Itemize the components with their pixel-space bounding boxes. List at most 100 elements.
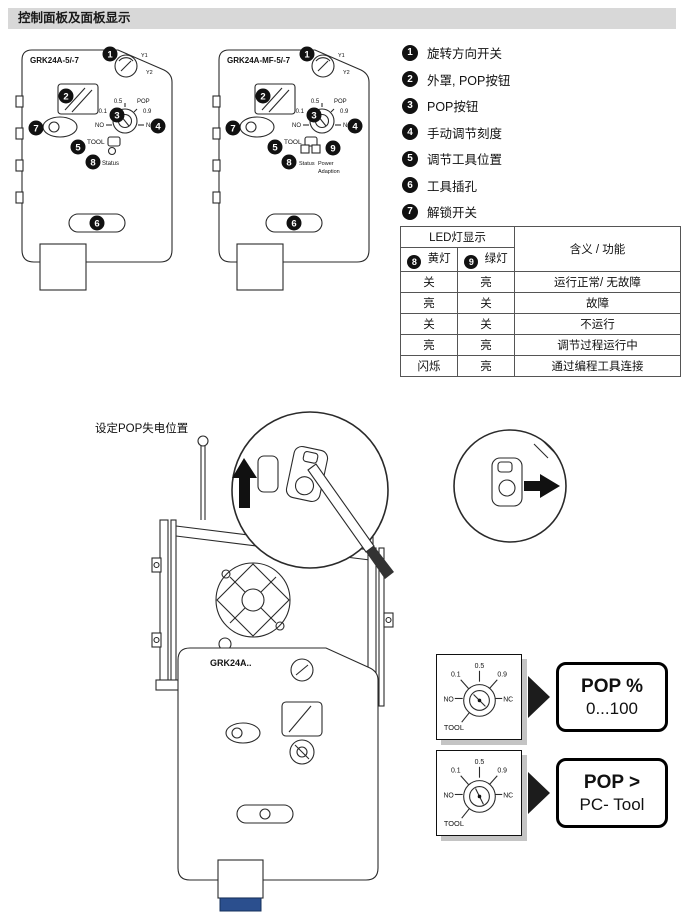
svg-text:8: 8 bbox=[286, 158, 291, 169]
table-row: 亮 关 故障 bbox=[400, 292, 681, 314]
pop-pctool-row: 0.5 0.1 0.9 NO NC TOOL bbox=[436, 750, 668, 836]
no-label: NO bbox=[443, 696, 454, 703]
dial-01-label: 0.1 bbox=[296, 109, 305, 115]
y1-label: Y1 bbox=[338, 53, 345, 59]
adaption-label: Adaption bbox=[318, 169, 340, 175]
magnifier-detail-1 bbox=[231, 411, 394, 579]
side-notch bbox=[212, 127, 221, 140]
callout-2: 2 bbox=[58, 88, 74, 104]
side-notch bbox=[212, 95, 221, 108]
callout-8: 8 bbox=[281, 154, 297, 170]
tool-socket bbox=[107, 136, 121, 147]
dial-05-label: 0.5 bbox=[311, 99, 320, 105]
hatch-line bbox=[541, 439, 557, 455]
actuator-front: GRK24A.. bbox=[177, 647, 379, 912]
y2-label: Y2 bbox=[146, 70, 153, 76]
cell-yellow: 闪烁 bbox=[400, 355, 458, 377]
dial-05-label: 0.5 bbox=[475, 663, 485, 670]
cable-housing bbox=[39, 243, 87, 291]
legend-item: 2 外罩, POP按钮 bbox=[402, 71, 510, 88]
pop-box-line1: POP % bbox=[581, 675, 643, 697]
right-arrow bbox=[528, 772, 550, 814]
nc-label: NC bbox=[503, 792, 513, 799]
unlock-switch bbox=[225, 722, 261, 744]
svg-text:9: 9 bbox=[330, 144, 335, 155]
y1-label: Y1 bbox=[141, 53, 148, 59]
power-label: Power bbox=[318, 161, 334, 167]
side-notch bbox=[212, 159, 221, 172]
svg-text:4: 4 bbox=[352, 122, 358, 133]
device-diagram-grk24a: GRK24A-5/-7 Y1 Y2 0.5 POP 0.1 0.9 NO NC bbox=[15, 46, 173, 291]
svg-text:5: 5 bbox=[75, 143, 81, 154]
led-status-table: LED灯显示 含义 / 功能 8 黄灯 9 绿灯 关 亮 运行正常/ 无故障 亮… bbox=[400, 226, 681, 377]
svg-text:1: 1 bbox=[107, 50, 113, 61]
callout-9: 9 bbox=[325, 140, 341, 156]
magnifier-detail-2 bbox=[453, 429, 567, 543]
device-model-label: GRK24A-5/-7 bbox=[30, 56, 79, 65]
callout-3: 3 bbox=[306, 107, 322, 123]
pop-percent-box: POP % 0...100 bbox=[556, 662, 668, 732]
legend-badge-3: 3 bbox=[402, 97, 418, 114]
led-table-title: LED灯显示 bbox=[400, 226, 515, 248]
cell-green: 亮 bbox=[457, 271, 515, 293]
callout-5: 5 bbox=[70, 139, 86, 155]
section-header: 控制面板及面板显示 bbox=[8, 8, 676, 29]
cell-meaning: 通过编程工具连接 bbox=[514, 355, 681, 377]
dial-09-label: 0.9 bbox=[143, 109, 152, 115]
cell-yellow: 亮 bbox=[400, 334, 458, 356]
legend-badge-1: 1 bbox=[402, 44, 418, 61]
dial-card: 0.5 0.1 0.9 NO NC TOOL bbox=[436, 750, 522, 836]
svg-text:4: 4 bbox=[155, 122, 161, 133]
table-row: 关 关 不运行 bbox=[400, 313, 681, 335]
tool-socket bbox=[304, 136, 318, 147]
nc-label: NC bbox=[503, 696, 513, 703]
callout-8: 8 bbox=[85, 154, 101, 170]
legend-item: 1 旋转方向开关 bbox=[402, 44, 510, 61]
legend-text: 外罩, POP按钮 bbox=[427, 73, 511, 88]
status-led bbox=[300, 144, 310, 154]
callout-7: 7 bbox=[225, 120, 241, 136]
table-row: 亮 亮 调节过程运行中 bbox=[400, 334, 681, 356]
unlock-switch bbox=[42, 116, 78, 138]
pop-bracket bbox=[285, 445, 329, 503]
svg-text:2: 2 bbox=[260, 92, 265, 103]
svg-text:7: 7 bbox=[33, 124, 38, 135]
dial-05-label: 0.5 bbox=[114, 99, 123, 105]
legend-badge-4: 4 bbox=[402, 124, 418, 140]
pop-label: POP bbox=[334, 99, 347, 105]
callout-8-badge: 8 bbox=[407, 255, 422, 269]
hatch-line bbox=[533, 443, 549, 459]
yellow-led-header: 8 黄灯 bbox=[400, 247, 458, 272]
cell-green: 关 bbox=[457, 313, 515, 335]
cell-green: 亮 bbox=[457, 334, 515, 356]
cell-meaning: 故障 bbox=[514, 292, 681, 314]
callout-legend: 1 旋转方向开关 2 外罩, POP按钮 3 POP按钮 4 手动调节刻度 5 … bbox=[402, 44, 510, 230]
callout-7: 7 bbox=[28, 120, 44, 136]
legend-item: 3 POP按钮 bbox=[402, 97, 510, 114]
svg-text:7: 7 bbox=[230, 124, 235, 135]
pop-knob bbox=[289, 739, 315, 765]
green-label: 绿灯 bbox=[484, 253, 508, 265]
frame-slot bbox=[257, 455, 279, 493]
cell-green: 关 bbox=[457, 292, 515, 314]
device-model-label: GRK24A.. bbox=[210, 658, 252, 668]
cell-yellow: 亮 bbox=[400, 292, 458, 314]
up-arrow bbox=[232, 458, 257, 508]
device-diagram-grk24a-mf: GRK24A-MF-5/-7 Y1 Y2 0.5 POP 0.1 0.9 NO … bbox=[212, 46, 370, 291]
svg-text:3: 3 bbox=[311, 111, 316, 122]
legend-item: 6 工具插孔 bbox=[402, 177, 510, 194]
legend-text: POP按钮 bbox=[427, 100, 479, 114]
legend-badge-6: 6 bbox=[402, 177, 418, 193]
svg-text:3: 3 bbox=[114, 111, 119, 122]
dial-09-label: 0.9 bbox=[340, 109, 349, 115]
power-adaption-led bbox=[311, 144, 321, 154]
status-label: Status bbox=[102, 161, 119, 167]
callout-9-badge: 9 bbox=[464, 255, 479, 269]
tool-label: TOOL bbox=[444, 723, 464, 732]
legend-item: 7 解锁开关 bbox=[402, 203, 510, 220]
tool-label: TOOL bbox=[284, 139, 302, 146]
tool-label: TOOL bbox=[444, 819, 464, 828]
green-led-header: 9 绿灯 bbox=[457, 247, 515, 272]
rotation-direction-switch bbox=[114, 54, 138, 78]
